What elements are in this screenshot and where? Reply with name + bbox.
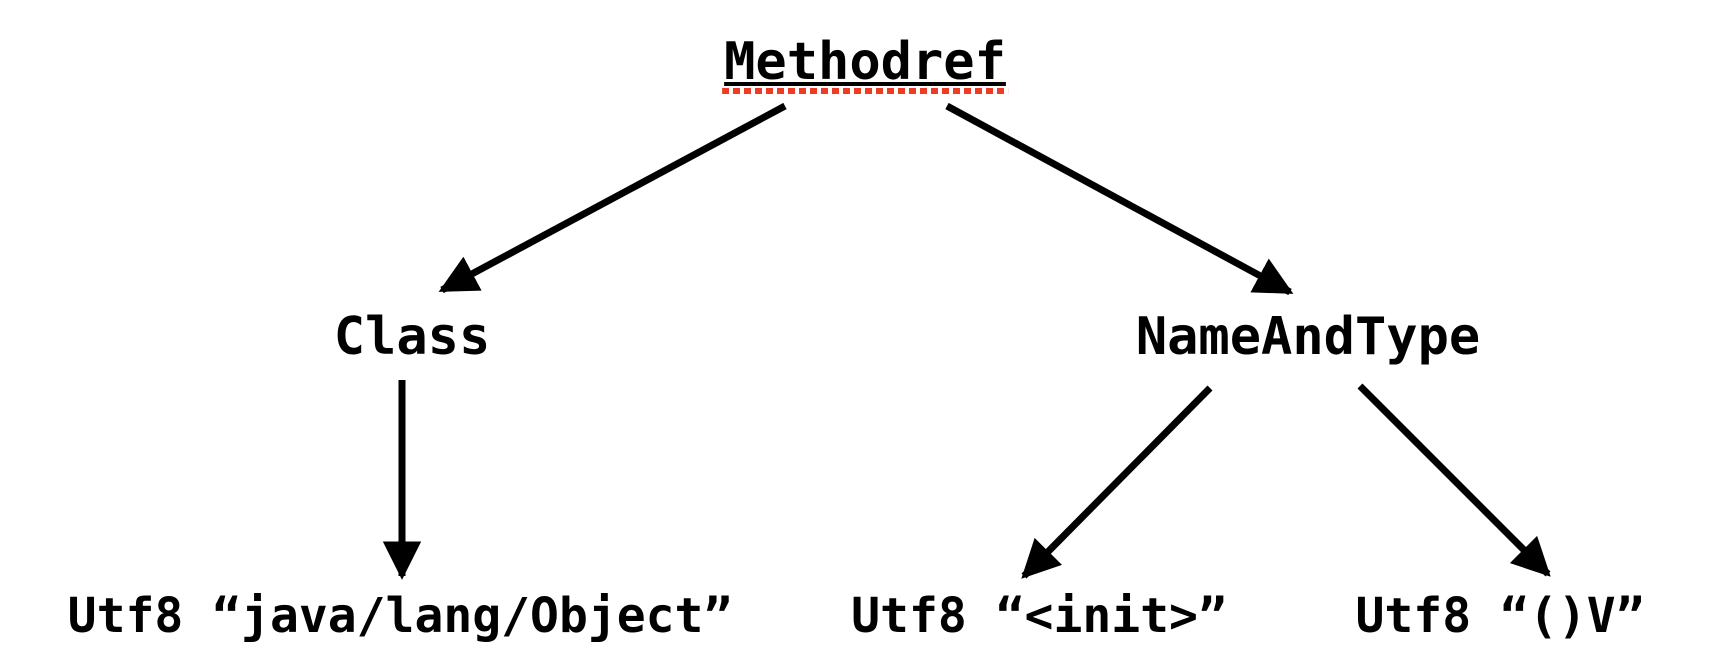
node-methodref: Methodref bbox=[722, 32, 1008, 94]
node-methodref-label: Methodref bbox=[722, 32, 1008, 94]
node-utf8-void-label: Utf8 “()V” bbox=[1355, 588, 1645, 644]
node-class-label: Class bbox=[333, 307, 491, 367]
node-utf8-init: Utf8 “<init>” bbox=[851, 592, 1227, 640]
edge-methodref-to-nameandtype bbox=[945, 102, 1294, 296]
edge-methodref-to-class bbox=[438, 102, 787, 294]
node-class: Class bbox=[334, 311, 491, 363]
node-utf8-java-lang-object-label: Utf8 “java/lang/Object” bbox=[67, 588, 733, 644]
node-utf8-void: Utf8 “()V” bbox=[1356, 592, 1645, 640]
node-utf8-java-lang-object: Utf8 “java/lang/Object” bbox=[68, 592, 733, 640]
node-utf8-init-label: Utf8 “<init>” bbox=[851, 588, 1227, 644]
edge-nameandtype-to-utf8-void bbox=[1357, 383, 1551, 577]
edge-nameandtype-to-utf8-init bbox=[1021, 385, 1213, 579]
node-nameandtype-label: NameAndType bbox=[1135, 307, 1481, 367]
node-nameandtype: NameAndType bbox=[1136, 311, 1480, 363]
